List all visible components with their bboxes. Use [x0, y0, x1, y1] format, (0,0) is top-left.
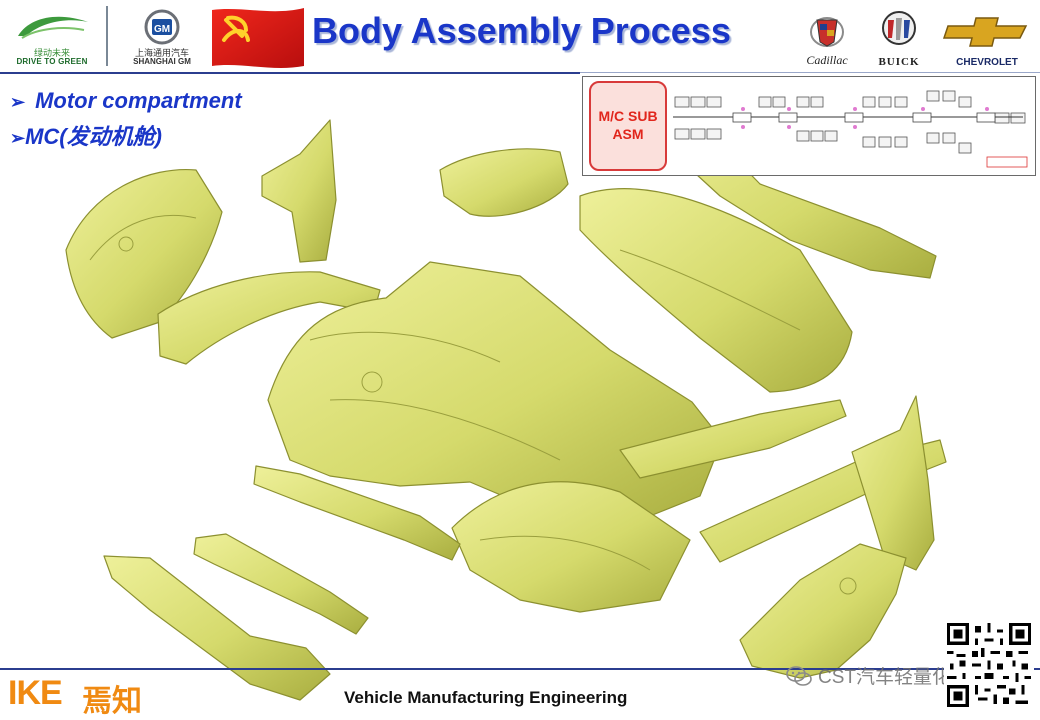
- motor-compartment-parts-illustration: [65, 107, 947, 701]
- ike-logo: IKE 焉知: [6, 674, 166, 718]
- radiator-bar-part: [193, 533, 369, 635]
- bullet-mc: ➢MC(发动机舱): [10, 119, 162, 151]
- course-title: Vehicle Manufacturing Engineering: [344, 688, 628, 707]
- arrow-bullet-icon: ➢: [10, 128, 26, 148]
- bumper-beam-part: [253, 465, 461, 561]
- party-flag-icon: [212, 8, 304, 68]
- front-crossbar-part: [103, 555, 331, 701]
- right-lower-rail-part: [619, 399, 847, 479]
- bullet-motor-compartment: ➢ Motor compartment: [10, 88, 242, 114]
- wechat-account-name: CST汽车轻量化: [818, 667, 952, 688]
- mc-sub-asm-label: M/C SUB ASM: [598, 108, 658, 142]
- wechat-icon: [786, 665, 812, 686]
- header-divider: [106, 6, 108, 66]
- bullet-text-1: Motor compartment: [35, 88, 242, 113]
- mc-sub-asm-highlight: M/C SUB ASM: [589, 81, 667, 171]
- sgm-en: SHANGHAI GM: [133, 57, 191, 66]
- ike-logo-en: IKE: [8, 674, 63, 712]
- svg-text:GM: GM: [154, 24, 170, 35]
- leaf-car-icon: [18, 16, 88, 39]
- process-flow-diagram: [673, 90, 1028, 168]
- drive-to-green-logo: 绿动未来 DRIVE TO GREEN: [8, 8, 96, 66]
- buick-logo: BUICK: [866, 8, 932, 70]
- chevrolet-bowtie-icon: [942, 17, 1028, 47]
- gm-emblem-icon: GM: [144, 9, 180, 45]
- buick-label: BUICK: [878, 56, 920, 68]
- cadillac-crest-icon: [810, 17, 844, 47]
- chevrolet-logo: CHEVROLET: [940, 8, 1034, 70]
- sgm-cn: 上海通用汽车: [134, 48, 189, 58]
- drive-green-en: DRIVE TO GREEN: [16, 57, 88, 66]
- chevrolet-label: CHEVROLET: [956, 57, 1018, 68]
- bullet-text-2: MC(发动机舱): [25, 124, 162, 149]
- lower-crossmember-part: [451, 481, 691, 613]
- arrow-bullet-icon: ➢: [10, 92, 26, 112]
- wechat-watermark: CST汽车轻量化: [786, 662, 951, 690]
- left-pillar-bracket-part: [261, 119, 337, 263]
- right-wheelhouse-part: [739, 543, 907, 679]
- right-apron-part: [851, 395, 935, 571]
- footer-rule: [0, 668, 1040, 670]
- process-flow-inset: M/C SUB ASM: [582, 76, 1036, 176]
- page-title: Body Assembly Process: [312, 10, 731, 51]
- left-wheelhouse-part: [65, 168, 223, 339]
- drive-green-cn: 绿动未来: [33, 48, 70, 58]
- buick-shield-icon: [882, 11, 916, 45]
- header-rule: [0, 72, 580, 74]
- cadillac-label: Cadillac: [806, 53, 848, 67]
- qr-code-icon: [944, 620, 1034, 710]
- top-cover-part: [439, 148, 569, 217]
- ike-logo-cn: 焉知: [82, 685, 142, 718]
- header-rule-thin: [580, 72, 1040, 73]
- cadillac-logo: Cadillac: [792, 8, 862, 70]
- shanghai-gm-logo: GM 上海通用汽车 SHANGHAI GM: [116, 8, 208, 66]
- dash-panel-part: [579, 188, 853, 393]
